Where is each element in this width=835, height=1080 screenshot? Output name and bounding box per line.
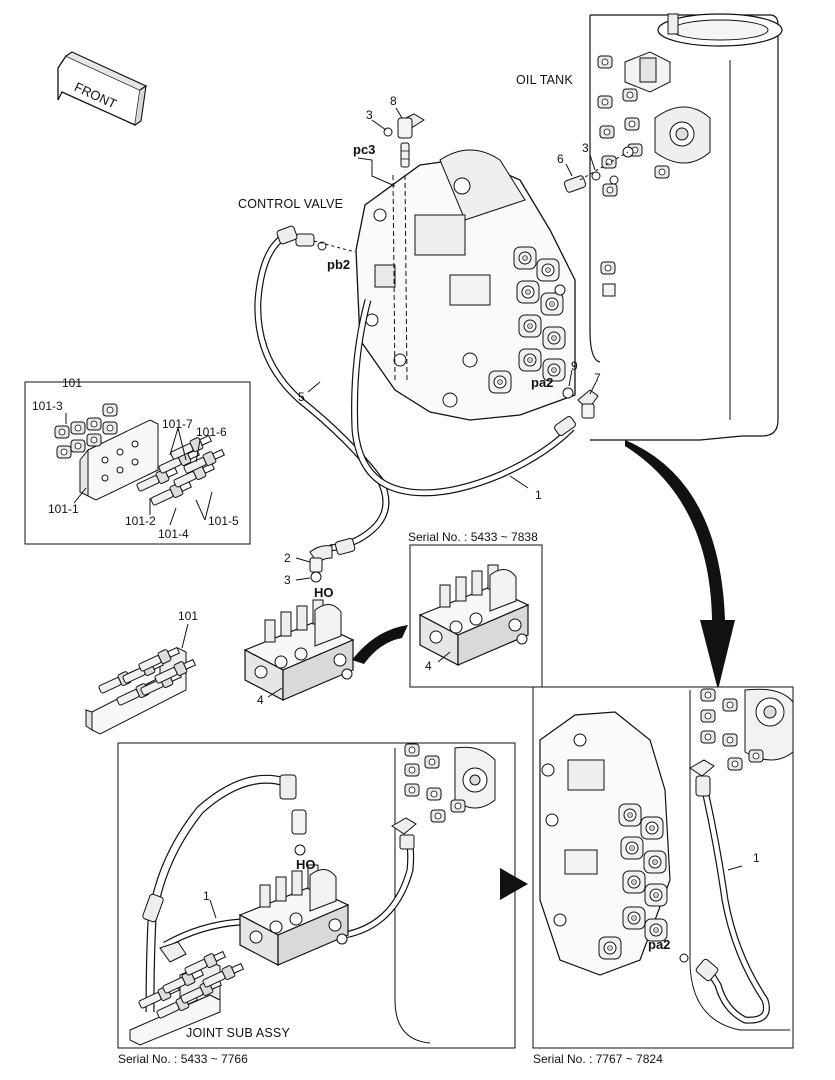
arrow-right-triangle [500,868,528,900]
callout-1-main: 1 [535,488,542,502]
callout-9: 9 [571,359,578,373]
callout-101-4: 101-4 [158,527,189,541]
port-pc3-label: pc3 [353,142,376,157]
port-pa2-label: pa2 [531,375,554,390]
callout-101-box: 101 [62,376,83,390]
oil-tank [589,13,783,441]
fitting-8 [383,113,425,168]
callout-3-top: 3 [366,108,373,122]
callout-7: 7 [594,371,601,385]
tank-outline-right-inset [689,688,794,1031]
callout-101-loose: 101 [178,609,199,623]
port-ho-inset-label: HO [296,857,316,872]
callout-101-7: 101-7 [162,417,193,431]
callout-101-2: 101-2 [125,514,156,528]
callout-101-1: 101-1 [48,502,79,516]
joint-sub-assy-label: JOINT SUB ASSY [186,1026,290,1040]
control-valve-label: CONTROL VALVE [238,197,344,211]
arrow-to-lower-right [625,440,735,690]
control-valve [355,149,576,421]
callout-6: 6 [557,152,564,166]
port-pb2-label: pb2 [327,257,351,272]
callout-4-main: 4 [257,693,264,707]
arrow-to-inset [352,625,408,664]
joint-sub-assy [129,941,246,1046]
control-valve-right-inset [539,711,671,976]
callout-2: 2 [284,551,291,565]
box-101 [24,381,251,545]
callout-1-left-inset: 1 [203,889,210,903]
port-ho-label: HO [314,585,334,600]
fitting-7 [562,387,599,419]
port-pa2-inset-label: pa2 [648,937,671,952]
fittings-101-box [54,403,227,508]
oil-tank-label: OIL TANK [516,73,573,87]
callout-4-inset: 4 [425,659,432,673]
fitting-pb2 [295,233,356,253]
valve-ho-main [244,599,354,701]
serial-lower-left: Serial No. : 5433 ~ 7766 [118,1052,248,1066]
callout-8: 8 [390,94,397,108]
fittings-101-loose [85,644,198,735]
callout-3-ho: 3 [284,573,291,587]
fitting-6 [563,146,634,193]
callout-101-5: 101-5 [208,514,239,528]
serial-upper-inset: Serial No. : 5433 ~ 7838 [408,530,538,544]
callout-101-6: 101-6 [196,425,227,439]
callout-1-right-inset: 1 [753,851,760,865]
callout-5: 5 [298,390,305,404]
callout-3-tank: 3 [582,141,589,155]
front-arrow [57,51,148,126]
callout-101-3: 101-3 [32,399,63,413]
tank-outline-left-inset [394,743,496,1044]
serial-lower-right: Serial No. : 7767 ~ 7824 [533,1052,663,1066]
fitting-2 [309,545,333,583]
